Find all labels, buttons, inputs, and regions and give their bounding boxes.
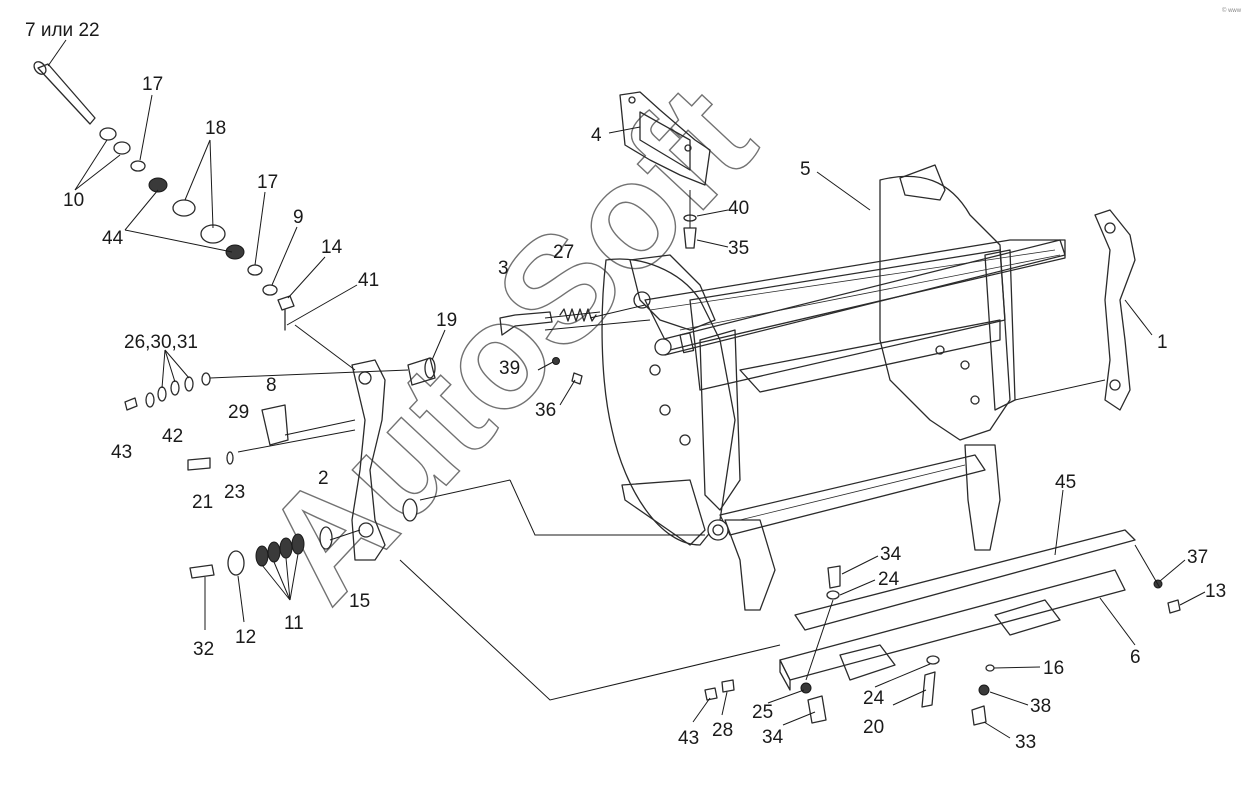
label-37: 37 [1187,547,1208,568]
label-5: 5 [800,159,811,180]
label-35: 35 [728,238,749,259]
label-25: 25 [752,702,773,723]
watermark: AutoSoft [230,54,786,633]
label-19: 19 [436,310,457,331]
part-3-pin [499,311,553,336]
label-14: 14 [321,237,343,258]
label-3: 3 [498,258,509,279]
label-7-or-22: 7 или 22 [25,20,100,41]
part-8-bracket [261,404,289,446]
part-12-washer [227,550,245,576]
label-36: 36 [535,400,556,421]
label-12: 12 [235,627,256,648]
label-18: 18 [205,118,226,139]
part-27-spring [559,308,597,322]
left-foot [621,479,706,546]
gear-bracket [629,254,716,331]
label-21: 21 [192,492,213,513]
label-39: 39 [499,358,520,379]
label-20: 20 [863,717,884,738]
plate-hole [633,291,651,309]
label-43: 43 [111,442,132,463]
left-lower-bracket [724,519,776,611]
label-45: 45 [1055,472,1076,493]
plate-hole [649,364,661,376]
upper-beam [689,249,1006,391]
label-32: 32 [193,639,214,660]
lower-shaft [719,454,986,536]
top-rail [644,239,1066,351]
left-post [699,329,741,511]
label-6: 6 [1130,647,1141,668]
label-29: 29 [228,402,249,423]
label-41: 41 [358,270,379,291]
part-labels: 7 или 22 17 18 10 44 17 9 14 41 26,30,31… [25,20,1226,753]
o-ring-set [124,372,211,411]
label-40: 40 [728,198,749,219]
label-28: 28 [712,720,733,741]
main-frame [601,164,1066,611]
part-24-washer [826,590,840,600]
left-side-plate [601,258,736,546]
label-24: 24 [878,569,900,590]
label-44: 44 [102,228,124,249]
label-38: 38 [1030,696,1051,717]
right-side-plate [879,175,1011,441]
corner-mark: © www [1222,7,1242,14]
watermark-text: AutoSoft [231,54,786,632]
label-4: 4 [591,125,602,146]
leader-lines [47,39,1206,739]
plate-hole [679,434,691,446]
label-11: 11 [284,613,304,634]
label-9: 9 [293,207,304,228]
left-shaft-assembly [33,61,295,331]
label-10: 10 [63,190,84,211]
label-1: 1 [1157,332,1168,353]
part-11-washers [255,533,305,567]
part-1-lever [1094,209,1136,411]
label-23: 23 [224,482,245,503]
label-43b: 43 [678,728,699,749]
label-13: 13 [1205,581,1226,602]
part-2-lever [351,359,386,561]
label-33: 33 [1015,732,1036,753]
label-27: 27 [553,242,574,263]
label-42: 42 [162,426,183,447]
label-34: 34 [880,544,902,565]
part-21-bolt [187,457,211,471]
label-34b: 34 [762,727,784,748]
label-17: 17 [142,74,163,95]
part-6-rail [779,569,1126,681]
part-39-nut [552,357,560,365]
label-15: 15 [349,591,370,612]
part-19-bushing [407,357,436,386]
right-lower-bracket [964,444,1001,551]
label-16: 16 [1043,658,1064,679]
label-2: 2 [318,468,329,489]
label-17b: 17 [257,172,278,193]
part-4-bracket [619,91,711,186]
label-8: 8 [266,375,277,396]
label-26-30-31: 26,30,31 [124,332,198,353]
part-35-bolt [683,227,697,249]
part-32-bolt [189,564,215,579]
label-24b: 24 [863,688,885,709]
part-45-rail [794,529,1136,631]
part-36-bolt [571,372,583,385]
plate-hole [659,404,671,416]
